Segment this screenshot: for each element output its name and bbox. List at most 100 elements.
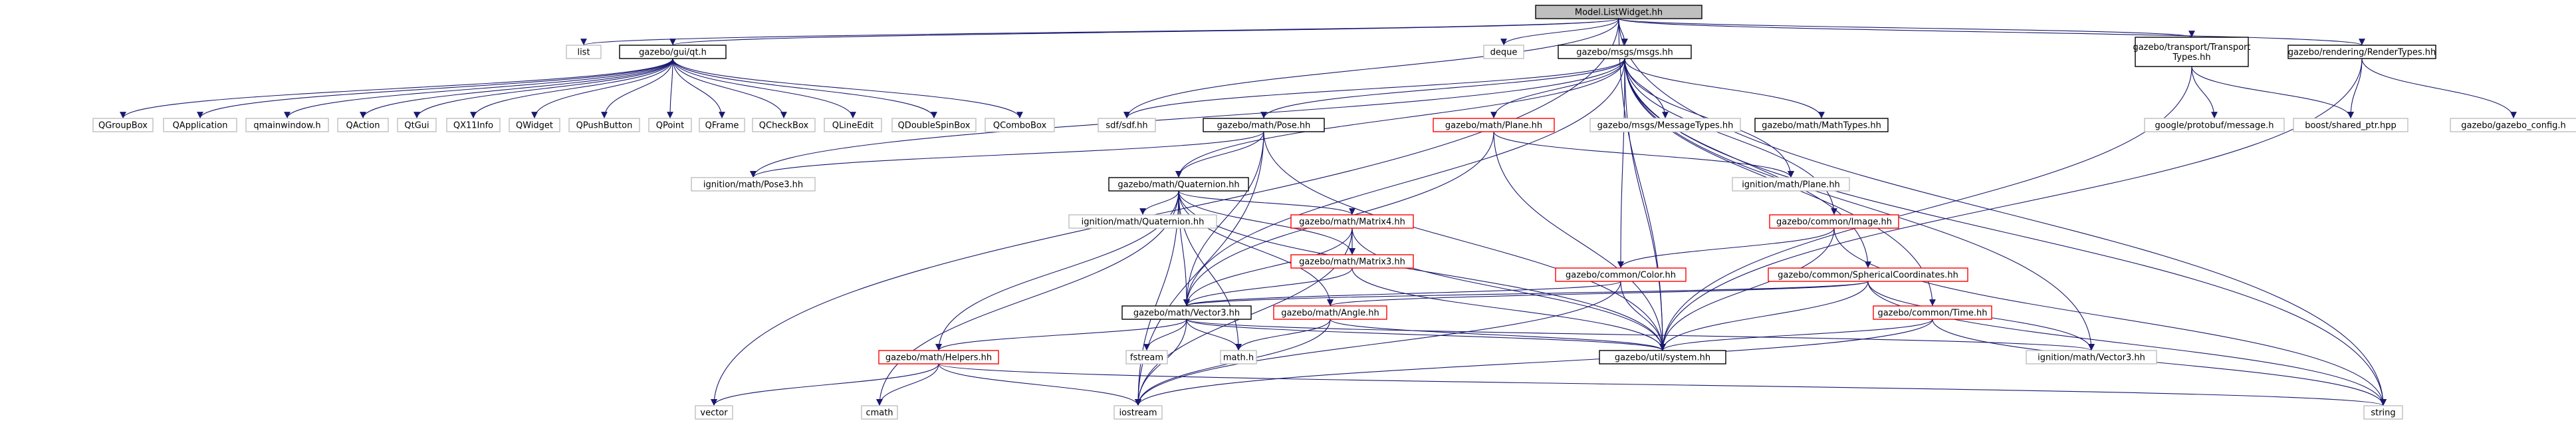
- node-label: gazebo/common/Color.hh: [1566, 271, 1676, 281]
- node-box: [337, 118, 389, 132]
- node-label: QtGui: [404, 121, 429, 131]
- node-root[interactable]: Model.ListWidget.hh: [1535, 5, 1702, 19]
- node-fstream: fstream: [1125, 350, 1168, 364]
- node-box: [566, 45, 602, 59]
- node-box: [1433, 118, 1555, 132]
- edge-color-to-iostream: [1135, 281, 1621, 406]
- node-color[interactable]: gazebo/common/Color.hh: [1555, 267, 1687, 282]
- edge-guiqt-to-QPushButton: [601, 58, 673, 119]
- node-box: [163, 118, 237, 132]
- edge-msgs-to-plane: [1490, 58, 1625, 119]
- node-angle[interactable]: gazebo/math/Angle.hh: [1273, 305, 1387, 320]
- node-box: [861, 405, 898, 420]
- edge-vector3-to-ignvec3: [1186, 319, 2095, 351]
- node-QX11Info: QX11Info: [446, 118, 501, 132]
- node-label: gazebo/msgs/MessageTypes.hh: [1597, 121, 1734, 131]
- node-label: gazebo/math/Matrix3.hh: [1299, 257, 1405, 267]
- node-utilsystem[interactable]: gazebo/util/system.hh: [1599, 350, 1726, 364]
- edge-plane-to-ignplane: [1493, 131, 1794, 178]
- node-label: gazebo/common/Time.hh: [1877, 309, 1987, 319]
- edge-guiqt-to-QFrame: [672, 58, 725, 119]
- node-helpers[interactable]: gazebo/math/Helpers.hh: [878, 350, 999, 364]
- node-pose[interactable]: gazebo/math/Pose.hh: [1203, 118, 1325, 132]
- node-ignplane: ignition/math/Plane.hh: [1732, 177, 1850, 192]
- edge-time-to-string: [1932, 319, 2387, 406]
- edge-rendering-to-utilsystem: [1659, 58, 2363, 351]
- node-label: QDoubleSpinBox: [898, 121, 971, 131]
- node-quaternion[interactable]: gazebo/math/Quaternion.hh: [1108, 177, 1249, 192]
- node-label: cmath: [866, 408, 893, 418]
- node-label: ignition/math/Quaternion.hh: [1082, 217, 1205, 227]
- edge-guiqt-to-QLineEdit: [672, 58, 856, 119]
- node-QWidget: QWidget: [509, 118, 560, 132]
- node-box: [2293, 118, 2408, 132]
- node-label: gazebo/util/system.hh: [1615, 353, 1710, 363]
- node-label: gazebo/math/Pose.hh: [1217, 121, 1311, 131]
- node-matrix3[interactable]: gazebo/math/Matrix3.hh: [1290, 254, 1414, 269]
- node-box: [1203, 118, 1325, 132]
- node-box: [1273, 305, 1387, 320]
- node-image[interactable]: gazebo/common/Image.hh: [1769, 214, 1899, 229]
- node-sdf: sdf/sdf.hh: [1098, 118, 1156, 132]
- node-label: QAction: [346, 121, 380, 131]
- edge-guiqt-to-QApplication: [197, 58, 673, 119]
- edge-guiqt-to-QWidget: [531, 58, 673, 119]
- edge-matrix3-to-utilsystem: [1351, 267, 1666, 351]
- node-mathtypes[interactable]: gazebo/math/MathTypes.hh: [1754, 118, 1889, 132]
- node-box: [1599, 350, 1726, 364]
- node-label: gazebo/common/Image.hh: [1776, 217, 1892, 227]
- node-box: [92, 118, 154, 132]
- edge-image-to-color: [1617, 227, 1835, 269]
- node-vector3[interactable]: gazebo/math/Vector3.hh: [1121, 305, 1252, 320]
- edge-spherical-to-vector3: [1183, 281, 1869, 307]
- node-label: gazebo/common/SphericalCoordinates.hh: [1778, 271, 1958, 281]
- edge-time-to-iostream: [1135, 319, 1933, 406]
- node-box: [1125, 350, 1168, 364]
- node-box: [691, 177, 816, 192]
- edge-rendering-to-gazeboconfig: [2361, 58, 2517, 119]
- edge-root-to-string: [1618, 18, 2387, 406]
- node-QCheckBox: QCheckBox: [752, 118, 816, 132]
- node-QPushButton: QPushButton: [568, 118, 640, 132]
- node-QAction: QAction: [337, 118, 389, 132]
- node-label: vector: [700, 408, 728, 418]
- node-label: QCheckBox: [759, 121, 809, 131]
- node-box: [891, 118, 977, 132]
- node-box: [2026, 350, 2157, 364]
- node-label: iostream: [1119, 408, 1157, 418]
- edge-quaternion-to-ignquat: [1139, 190, 1179, 216]
- edge-root-to-rendering: [1618, 18, 2365, 46]
- node-box: [1483, 45, 1524, 59]
- edge-root-to-guiqt: [669, 18, 1619, 46]
- node-box: [1555, 267, 1687, 282]
- node-label: gazebo/math/Quaternion.hh: [1117, 180, 1239, 190]
- node-spherical[interactable]: gazebo/common/SphericalCoordinates.hh: [1768, 267, 1968, 282]
- node-vector: vector: [695, 405, 733, 420]
- node-guiqt[interactable]: gazebo/gui/qt.h: [619, 45, 727, 59]
- node-gazeboconfig: gazebo/gazebo_config.h: [2450, 118, 2576, 132]
- edge-matrix3-to-vector3: [1183, 267, 1353, 307]
- node-label: string: [2371, 408, 2395, 418]
- edge-time-to-utilsystem: [1659, 319, 1933, 351]
- edge-matrix4-to-utilsystem: [1351, 227, 1666, 351]
- node-ignvec3: ignition/math/Vector3.hh: [2026, 350, 2157, 364]
- node-string: string: [2363, 405, 2403, 420]
- node-box: [1589, 118, 1741, 132]
- edge-quaternion-to-angle: [1178, 190, 1334, 307]
- edge-vector3-to-fstream: [1143, 319, 1187, 351]
- edge-transport-to-sharedptr: [2191, 66, 2354, 119]
- node-box: [2144, 118, 2285, 132]
- node-QComboBox: QComboBox: [985, 118, 1055, 132]
- node-msgs[interactable]: gazebo/msgs/msgs.hh: [1558, 45, 1692, 59]
- node-plane[interactable]: gazebo/math/Plane.hh: [1433, 118, 1555, 132]
- node-rendering[interactable]: gazebo/rendering/RenderTypes.hh: [2287, 45, 2436, 59]
- node-QDoubleSpinBox: QDoubleSpinBox: [891, 118, 977, 132]
- node-matrix4[interactable]: gazebo/math/Matrix4.hh: [1290, 214, 1414, 229]
- edge-helpers-to-iostream: [938, 363, 1141, 406]
- node-label: deque: [1490, 48, 1518, 58]
- node-box: [2363, 405, 2403, 420]
- edge-root-to-sdf: [1123, 18, 1619, 119]
- node-time[interactable]: gazebo/common/Time.hh: [1873, 305, 1992, 320]
